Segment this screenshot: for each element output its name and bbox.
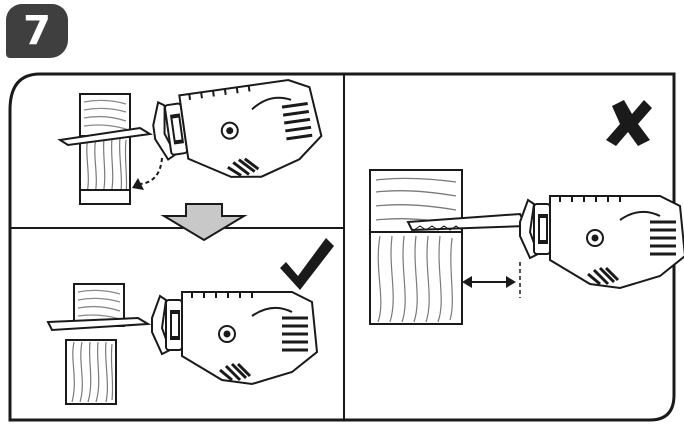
saw-top-left (148, 75, 328, 193)
saw-blade-top-left (57, 126, 153, 147)
down-arrow-icon (160, 203, 248, 242)
wood-block-bottom-left (65, 283, 125, 405)
step-number: 7 (23, 8, 51, 54)
saw-blade-bottom-left (46, 316, 152, 332)
check-mark-icon (280, 238, 334, 290)
wood-block-top-left (79, 93, 131, 205)
panel-bottom-left (46, 238, 334, 405)
x-mark-icon (606, 100, 652, 146)
step-number-badge: 7 (6, 4, 68, 58)
wood-block-right (369, 169, 463, 325)
panel-frame (8, 72, 676, 422)
saw-right (518, 194, 684, 290)
panel-top-left (57, 75, 328, 205)
double-arrow-icon (462, 262, 521, 298)
dashed-curved-arrow-icon (132, 157, 163, 190)
saw-bottom-left (150, 290, 319, 386)
panel-right (369, 100, 684, 325)
